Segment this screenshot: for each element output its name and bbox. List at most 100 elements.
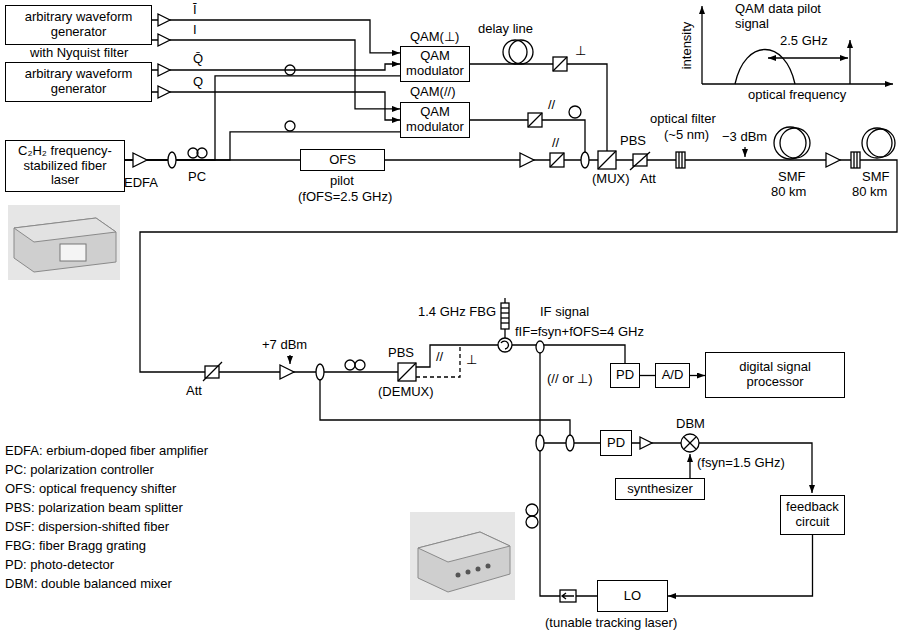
circulator-symbol <box>501 341 508 349</box>
fiber-line <box>416 345 498 367</box>
device-box: OFS <box>300 149 385 171</box>
connector-group <box>125 20 813 596</box>
filter-symbol <box>676 152 685 168</box>
box-text: A/D <box>662 368 684 383</box>
circulator-symbol <box>498 338 512 352</box>
diagram-label: PD: photo-detector <box>5 558 114 573</box>
box-text: arbitrary waveform generator <box>9 10 148 40</box>
diagram-label: PC <box>188 170 206 185</box>
amplifier-symbol <box>158 34 170 46</box>
signal-connector <box>640 375 655 376</box>
fbg-symbol <box>501 322 509 323</box>
diagram-label: // <box>548 98 555 113</box>
signal-connector <box>125 76 400 160</box>
diagram-label: Q̄ <box>193 52 203 67</box>
lo-photo <box>418 532 510 562</box>
box-text: QAM modulator <box>404 105 466 135</box>
device-box: arbitrary waveform generator <box>5 62 152 102</box>
diagram-label: Ī <box>193 3 197 18</box>
diagram-label: PC: polarization controller <box>5 463 154 478</box>
lo-photo <box>418 532 510 592</box>
diagram-label: QAM(⊥) <box>410 30 459 45</box>
filter-symbol <box>851 152 860 168</box>
filter-symbol <box>853 152 854 168</box>
filter-symbol <box>856 152 857 168</box>
laser-photo <box>14 218 116 242</box>
box-text: OFS <box>329 153 356 168</box>
fiber-line <box>512 345 625 363</box>
fbg-symbol <box>501 317 509 318</box>
delay-coil <box>509 40 533 64</box>
amplifier-symbol <box>826 153 840 167</box>
pbs-cube <box>598 151 616 169</box>
fiber-line <box>385 159 598 160</box>
pc-loop <box>569 106 581 118</box>
diagram-label: with Nyquist filter <box>30 46 128 61</box>
diagram-label: fIF=fsyn+fOFS=4 GHz <box>515 325 644 340</box>
diagram-label: ⊥ <box>575 44 586 59</box>
photo-ground <box>8 205 120 280</box>
box-text: arbitrary waveform generator <box>9 67 148 97</box>
photo-ground <box>410 512 515 600</box>
pc-loop <box>526 516 538 528</box>
coupler-symbol <box>316 364 324 380</box>
polarizer-symbol <box>550 153 564 167</box>
polarizer-symbol <box>528 113 542 127</box>
diagram-label: QAM(//) <box>410 85 456 100</box>
amplifier-symbol <box>158 14 170 26</box>
amplifier-symbol <box>158 86 170 98</box>
isolator-symbol <box>562 593 574 599</box>
fiber-line-dashed <box>416 345 460 377</box>
diagram-label: I <box>193 23 197 38</box>
diagram-label: (fOFS=2.5 GHz) <box>298 190 392 205</box>
diagram-label: (// or ⊥) <box>547 372 593 387</box>
isolator-symbol <box>560 590 576 602</box>
device-box: C₂H₂ frequency-stabilized fiber laser <box>5 140 125 192</box>
diagram-label: 80 km <box>852 185 887 200</box>
device-box: QAM modulator <box>400 46 470 83</box>
electric-wire <box>689 454 690 478</box>
device-box: QAM modulator <box>400 102 470 139</box>
diagram-label: optical filter <box>650 112 716 127</box>
diagram-label: Att <box>640 172 656 187</box>
filter-symbol <box>681 152 682 168</box>
signal-connector <box>152 20 400 53</box>
pbs-cube <box>398 363 416 381</box>
fbg-symbol <box>501 307 509 308</box>
device-box: LO <box>597 580 668 612</box>
diagram-label: FBG: fiber Bragg grating <box>5 539 146 554</box>
diagram-label: ⊥ <box>466 353 477 368</box>
diagram-label: (tunable tracking laser) <box>545 616 677 631</box>
polarizer-symbol <box>553 57 567 71</box>
diagram-label: EDFA: erbium-doped fiber amplifier <box>5 444 208 459</box>
signal-connector <box>152 64 400 70</box>
diagram-label: (~5 nm) <box>664 128 709 143</box>
spacing-arrow <box>768 57 848 58</box>
box-text: feedback circuit <box>784 500 841 530</box>
pbs-cube <box>598 151 616 169</box>
mixer-symbol <box>684 437 696 449</box>
coupler-symbol <box>536 341 544 353</box>
diagram-label: 2.5 GHz <box>780 34 828 49</box>
diagram-label: // <box>552 136 559 151</box>
diagram-label: QAM data pilot signal <box>735 2 840 32</box>
diagram-label: optical frequency <box>748 88 846 103</box>
pilot-line <box>849 40 850 84</box>
pc-loop <box>345 360 355 370</box>
fiber-line <box>140 160 897 372</box>
diagram-label: (DEMUX) <box>378 385 434 400</box>
diagram-label: IF signal <box>540 305 589 320</box>
diagram-label: PBS <box>388 346 414 361</box>
pc-loop <box>526 504 538 516</box>
box-text: PD <box>607 436 625 451</box>
signal-connector <box>690 375 705 376</box>
signal-connector <box>152 92 400 120</box>
fiber-spool <box>780 128 810 158</box>
box-text: LO <box>624 589 641 604</box>
lo-photo <box>476 567 481 572</box>
laser-photo <box>60 244 86 261</box>
pointer-arrow <box>289 355 290 364</box>
coupler-symbol <box>581 152 589 168</box>
diagram-label: SMF <box>778 170 805 185</box>
